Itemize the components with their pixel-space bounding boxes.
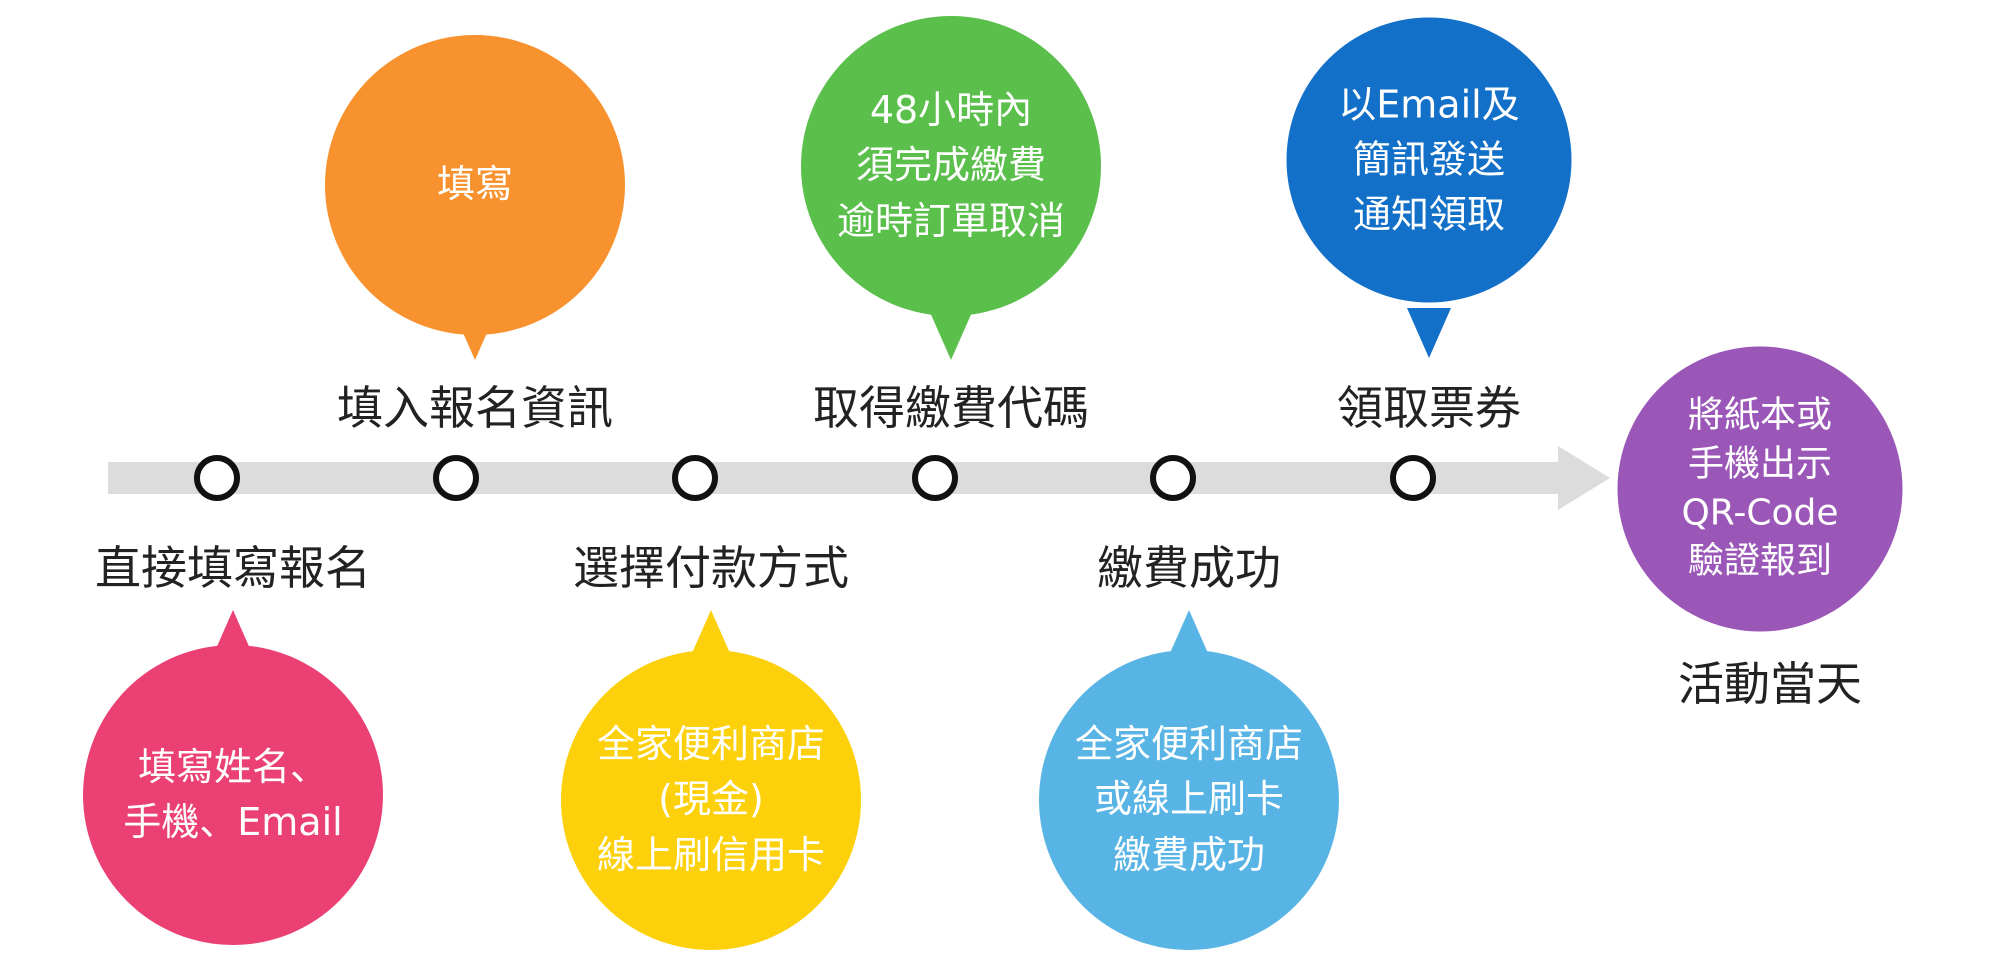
bubble-text: 或線上刷卡 <box>1093 777 1284 822</box>
bubble-text: 填寫姓名、 <box>137 744 328 789</box>
bubble-text: 全家便利商店 <box>1074 722 1303 767</box>
timeline-node-1 <box>194 455 240 501</box>
bubble-pointer <box>929 310 973 360</box>
bubble-pointer <box>1407 308 1451 358</box>
step-label-get-payment-code: 取得繳費代碼 <box>813 381 1089 435</box>
bubble-payment-code: 48小時內 須完成繳費 逾時訂單取消 <box>801 16 1101 316</box>
bubble-register: 填寫姓名、 手機、Email <box>83 645 383 945</box>
step-label-event-day: 活動當天 <box>1678 657 1862 711</box>
bubble-text: 簡訊發送 <box>1352 137 1505 182</box>
bubble-event-day: 將紙本或 手機出示 QR-Code 驗證報到 <box>1617 346 1903 632</box>
bubble-text: 填寫 <box>436 162 513 207</box>
timeline-node-3 <box>672 455 718 501</box>
bubble-text: 手機、Email <box>123 800 343 844</box>
bubble-payment-success: 全家便利商店 或線上刷卡 繳費成功 <box>1039 650 1339 950</box>
bubble-text: 以Email及 <box>1338 82 1520 127</box>
step-label-payment-success: 繳費成功 <box>1097 541 1281 595</box>
timeline-node-2 <box>433 455 479 501</box>
bubble-text: 繳費成功 <box>1112 832 1265 877</box>
step-label-fill-info: 填入報名資訊 <box>337 381 613 435</box>
bubble-text: 通知領取 <box>1352 192 1505 237</box>
timeline-arrowhead <box>1558 446 1610 510</box>
bubble-text: QR-Code <box>1681 492 1839 533</box>
bubble-choose-payment: 全家便利商店 (現金) 線上刷信用卡 <box>561 650 861 950</box>
bubble-fill-info: 填寫 <box>325 35 625 335</box>
bubble-text: 將紙本或 <box>1687 394 1832 436</box>
bubble-text: 手機出示 <box>1687 443 1832 485</box>
step-label-receive-ticket: 領取票券 <box>1337 381 1521 435</box>
bubble-text: (現金) <box>658 777 764 822</box>
timeline-node-6 <box>1390 455 1436 501</box>
step-label-choose-payment: 選擇付款方式 <box>573 541 849 595</box>
timeline-track <box>108 462 1560 494</box>
bubble-receive-ticket: 以Email及 簡訊發送 通知領取 <box>1286 17 1572 303</box>
step-label-register: 直接填寫報名 <box>95 541 371 595</box>
timeline-node-5 <box>1150 455 1196 501</box>
bubble-text: 驗證報到 <box>1687 540 1832 582</box>
bubble-text: 逾時訂單取消 <box>836 198 1065 243</box>
bubble-text: 48小時內 <box>869 88 1033 133</box>
bubble-text: 全家便利商店 <box>596 722 825 767</box>
bubble-text: 線上刷信用卡 <box>596 832 825 877</box>
timeline-node-4 <box>912 455 958 501</box>
bubble-text: 須完成繳費 <box>855 143 1046 188</box>
